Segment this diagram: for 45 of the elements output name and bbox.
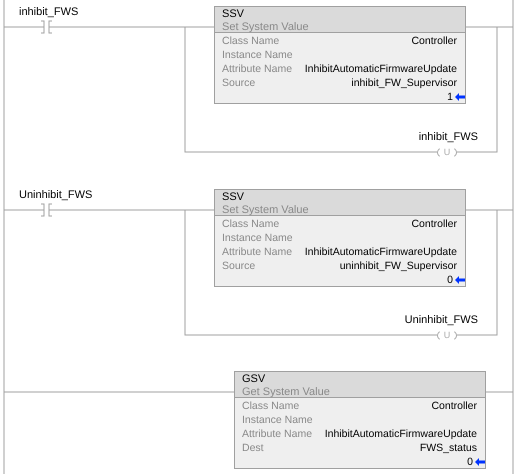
parameter-operand: Controller [411,217,457,231]
parameter-name: Source [222,76,256,90]
parameter-name: Dest [242,441,264,455]
rung-wire [54,210,438,336]
parameter-operand: uninhibit_FW_Supervisor [340,259,457,273]
parameter-name: Attribute Name [242,427,312,441]
parameter-value: 0 [467,455,473,469]
tag-name: Uninhibit_FWS [404,314,478,326]
rung-wire [466,26,514,28]
tag-name: inhibit_FWS [19,6,78,18]
parameter-operand: inhibit_FW_Supervisor [351,76,457,90]
parameter-name: Attribute Name [222,245,292,259]
parameter-operand: InhibitAutomaticFirmwareUpdate [304,62,457,76]
parameter-operand: InhibitAutomaticFirmwareUpdate [304,245,457,259]
parameter-operand: Controller [411,34,457,48]
parameter-name: Source [222,259,256,273]
rung-wire [456,26,498,152]
parameter-name: Class Name [242,399,300,413]
tag-name: inhibit_FWS [418,131,478,143]
unlatch-coil: U [437,146,457,159]
parameter-operand: InhibitAutomaticFirmwareUpdate [324,427,477,441]
rung-wire [4,26,38,28]
parameter-name: Attribute Name [222,62,292,76]
parameter-operand: Controller [431,399,477,413]
parameter-name: Instance Name [242,413,313,427]
instruction-description: Get System Value [242,386,331,398]
unlatch-coil: U [437,329,457,342]
instruction-mnemonic: SSV [222,7,246,21]
rung-wire [456,210,498,336]
instruction-description: Set System Value [222,21,310,33]
instruction-mnemonic: GSV [242,372,266,386]
rung-wire [54,26,438,152]
parameter-name: Instance Name [222,48,293,62]
tag-name: Uninhibit_FWS [19,189,92,201]
instruction-mnemonic: SSV [222,190,246,204]
parameter-name: Class Name [222,34,280,48]
parameter-operand: FWS_status [420,441,477,455]
instruction-description: Set System Value [222,204,310,216]
parameter-value: 1 [447,90,453,104]
parameter-value: 0 [447,273,453,287]
parameter-name: Class Name [222,217,280,231]
instruction-block [214,189,466,287]
parameter-name: Instance Name [222,231,293,245]
instruction-block [234,371,486,469]
instruction-block [214,6,466,104]
